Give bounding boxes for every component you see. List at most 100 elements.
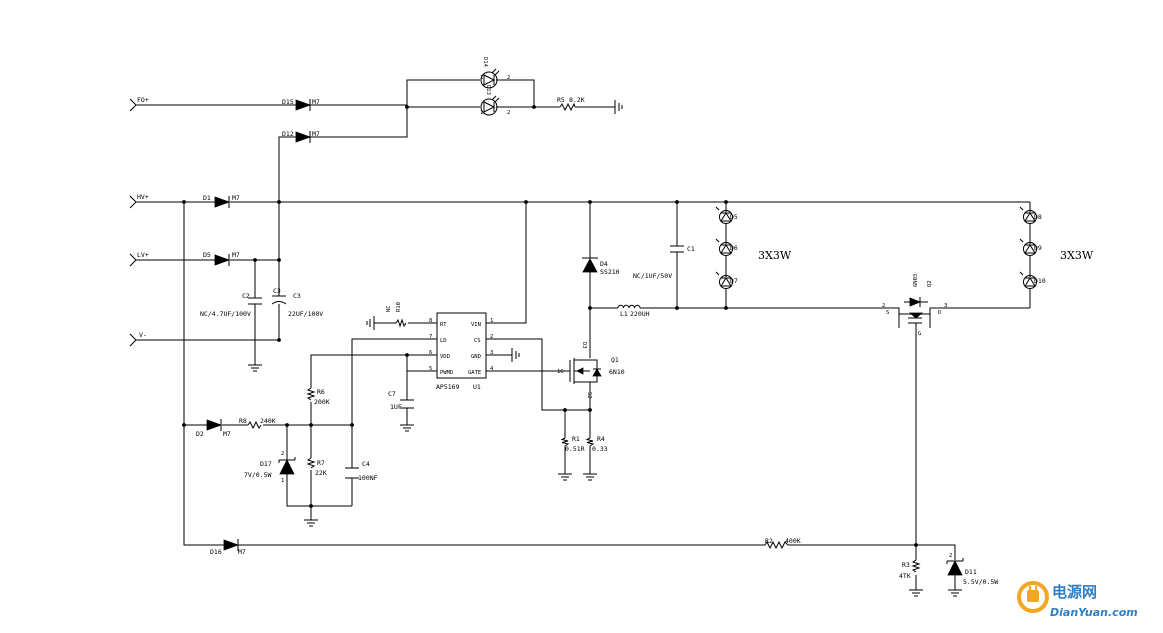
svg-text:NC/1UF/50V: NC/1UF/50V [633,272,672,280]
port-lv: LV+ [129,251,149,267]
svg-text:D3: D3 [581,342,587,349]
svg-text:C4: C4 [362,460,370,468]
svg-text:220UH: 220UH [630,310,650,318]
svg-text:R10: R10 [396,302,402,312]
svg-text:7: 7 [429,334,432,340]
svg-text:6N10: 6N10 [609,368,625,376]
svg-text:1: 1 [480,110,483,116]
port-hv-label: HV+ [137,193,149,201]
diode-d12: D12 M7 [282,130,320,143]
svg-text:2: 2 [281,451,284,457]
svg-text:D10: D10 [1034,277,1046,285]
d2-ref: D2 [196,430,204,438]
svg-text:D8: D8 [1034,213,1042,221]
svg-text:1: 1 [480,75,483,81]
diode-d4: D4 SS210 [582,257,620,276]
svg-text:D9: D9 [1034,244,1042,252]
d12-value: M7 [312,130,320,138]
svg-text:2: 2 [507,75,510,81]
svg-text:C7: C7 [388,390,396,398]
svg-text:2: 2 [507,110,510,116]
ic-ref: U1 [473,383,481,391]
led-d7: D7 [715,271,738,289]
led-d8: D8 [1019,206,1042,224]
svg-text:R3: R3 [902,561,910,569]
svg-text:0.51R: 0.51R [565,445,585,453]
resistor-r4: R4 0.33 [585,435,608,453]
svg-text:2: 2 [882,303,885,309]
svg-text:R1: R1 [572,435,580,443]
svg-text:RT: RT [440,322,447,328]
group-label-right: 3X3W [1060,249,1094,262]
ic-part: AP5169 [436,383,460,391]
d15-ref: D15 [282,98,294,106]
diode-d5: D5 M7 [203,251,240,266]
svg-text:CS: CS [474,338,481,344]
port-lv-label: LV+ [137,251,149,259]
svg-text:1: 1 [490,318,493,324]
resistor-r5: R5 8.2K [557,96,585,112]
d1-ref: D1 [203,194,211,202]
svg-text:4: 4 [490,366,494,372]
led-d5: D5 [715,206,738,224]
port-fo: FO+ [129,96,149,112]
svg-text:3: 3 [490,350,493,356]
svg-text:6: 6 [429,350,432,356]
junctions [182,105,918,547]
d16-value: M7 [238,548,246,556]
plug-icon [1017,581,1049,613]
resistor-r7: R7 22K [306,457,327,477]
mosfet-q1: D3 S2 1G Q1 6N10 [557,342,625,399]
svg-text:8.2K: 8.2K [569,96,585,104]
diode-d1: D1 M7 [203,194,240,208]
led-string-right: D8 D9 D10 3X3W [1019,206,1094,289]
svg-text:VDD: VDD [440,354,450,360]
svg-text:2: 2 [949,553,952,559]
svg-text:2: 2 [490,334,493,340]
led-d13: 1 2 D13 [480,85,510,116]
d2-value: M7 [223,430,231,438]
svg-text:8: 8 [429,318,432,324]
d15-value: M7 [312,98,320,106]
resistor-r10: R10 NC [386,302,407,328]
capacitor-c1: C1 NC/1UF/50V [633,245,695,280]
resistor-r6: R6 200K [306,387,330,406]
d4-value: SS210 [600,268,620,276]
svg-text:1: 1 [281,478,284,484]
svg-text:D: D [938,310,941,316]
svg-text:5: 5 [429,366,432,372]
svg-text:NC: NC [386,305,392,312]
port-vneg-label: V- [139,331,147,339]
diode-d2: D2 M7 [196,419,231,438]
svg-text:400K: 400K [785,537,801,545]
capacitor-c2: C2 NC/4.7UF/100V [200,292,262,318]
led-d9: D9 [1019,238,1042,256]
port-fo-label: FO+ [137,96,149,104]
svg-text:1UF: 1UF [390,403,402,411]
d4-ref: D4 [600,260,608,268]
svg-text:0.33: 0.33 [592,445,608,453]
svg-text:200K: 200K [314,398,330,406]
svg-text:R8: R8 [239,417,247,425]
diode-d16: D16 M7 [210,539,246,556]
zener-d11: 2 D11 5.5V/0.5W [946,553,998,586]
svg-text:240K: 240K [260,417,276,425]
svg-text:D7: D7 [730,277,738,285]
d5-ref: D5 [203,251,211,259]
svg-text:C3: C3 [273,287,281,295]
svg-text:3: 3 [944,303,947,309]
led-string-left: D5 D6 D7 3X3W [715,206,792,289]
resistor-r1: R1 0.51R [560,435,585,453]
d17-ref: D17 [260,460,272,468]
svg-text:C1: C1 [687,245,695,253]
resistor-r8: R8 240K [239,417,276,430]
svg-text:S2: S2 [586,392,592,399]
capacitor-c3: C3 C3 22UF/100V [271,287,323,318]
svg-text:100NF: 100NF [358,474,378,482]
svg-text:22K: 22K [315,469,327,477]
svg-text:G: G [918,331,921,337]
svg-text:Q1: Q1 [611,356,619,364]
resistor-r3: R3 4TK [899,559,921,580]
svg-text:LD: LD [440,338,447,344]
svg-text:4TK: 4TK [899,572,911,580]
